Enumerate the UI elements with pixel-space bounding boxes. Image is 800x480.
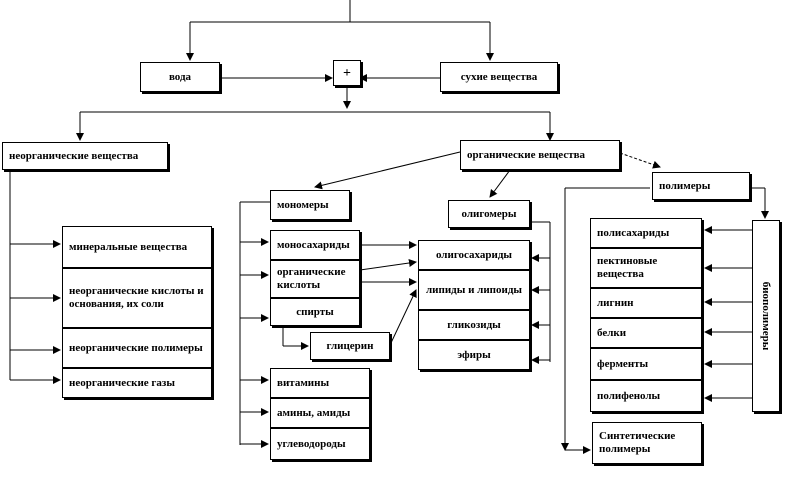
- node-polymers: полимеры: [652, 172, 750, 200]
- node-lignin: лигнин: [590, 288, 702, 318]
- node-hydrocarbons: углеводороды: [270, 428, 370, 460]
- node-synthetic-polymers: Синтетические полимеры: [592, 422, 702, 464]
- node-glycerin: глицерин: [310, 332, 390, 360]
- node-mineral: минеральные вещества: [62, 226, 212, 268]
- node-plus: +: [333, 60, 361, 86]
- node-biopolymers: биополимеры: [752, 220, 780, 412]
- node-biopolymers-label: биополимеры: [760, 281, 772, 351]
- node-inorganic: неорганические вещества: [2, 142, 168, 170]
- node-organic: органические вещества: [460, 140, 620, 170]
- node-lipids: липиды и липоиды: [418, 270, 530, 310]
- node-water: вода: [140, 62, 220, 92]
- node-oligomers: олигомеры: [448, 200, 530, 228]
- node-oligosaccharides: олигосахариды: [418, 240, 530, 270]
- node-polyphenols: полифенолы: [590, 380, 702, 412]
- node-proteins: белки: [590, 318, 702, 348]
- node-vitamins: витамины: [270, 368, 370, 398]
- node-alcohols: спирты: [270, 298, 360, 326]
- node-amines: амины, амиды: [270, 398, 370, 428]
- node-glycosides: гликозиды: [418, 310, 530, 340]
- node-esters: эфиры: [418, 340, 530, 370]
- node-enzymes: ферменты: [590, 348, 702, 380]
- node-gases: неорганические газы: [62, 368, 212, 398]
- node-organic-acids: органические кислоты: [270, 260, 360, 298]
- node-polysaccharides: полисахариды: [590, 218, 702, 248]
- node-acids: неорганические кислоты и основания, их с…: [62, 268, 212, 328]
- node-inorg-polymers: неорганические полимеры: [62, 328, 212, 368]
- node-monomers: мономеры: [270, 190, 350, 220]
- node-monosaccharides: моносахариды: [270, 230, 360, 260]
- node-pectins: пектиновые вещества: [590, 248, 702, 288]
- node-dry-substances: сухие вещества: [440, 62, 558, 92]
